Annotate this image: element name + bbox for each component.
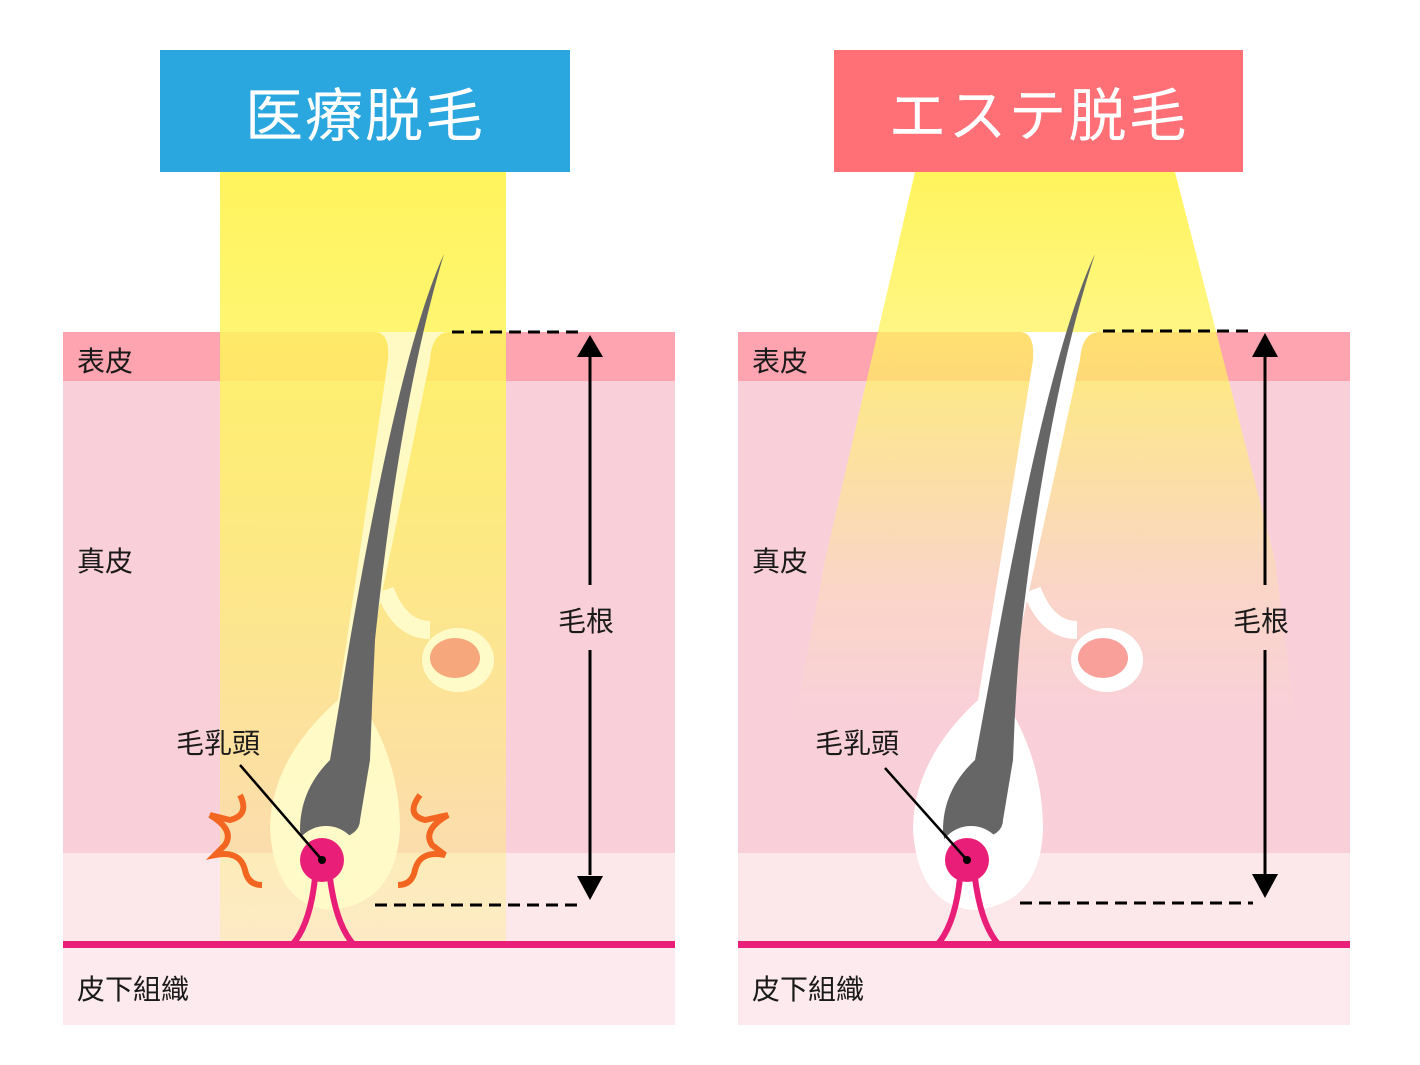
lower-dermis-layer bbox=[738, 853, 1350, 945]
epidermis-label: 表皮 bbox=[752, 345, 809, 378]
esthe-skin-diagram bbox=[738, 172, 1350, 1025]
papilla-label: 毛乳頭 bbox=[815, 727, 900, 760]
subcutaneous-layer bbox=[63, 945, 675, 1025]
subcutaneous-layer bbox=[738, 945, 1350, 1025]
medical-skin-diagram bbox=[63, 172, 675, 1025]
subcutaneous-label: 皮下組織 bbox=[77, 973, 190, 1006]
arrow-up-icon bbox=[577, 335, 603, 357]
dermis-label: 真皮 bbox=[77, 545, 134, 578]
hair-shaft bbox=[943, 254, 1095, 880]
subcutaneous-label: 皮下組織 bbox=[752, 973, 865, 1006]
root-label: 毛根 bbox=[1233, 605, 1290, 638]
dermis-subcutaneous-boundary bbox=[63, 941, 675, 948]
burst-left-icon bbox=[205, 793, 263, 888]
burst-right-icon bbox=[397, 793, 450, 888]
medical-title-text: 医療脱毛 bbox=[244, 82, 485, 150]
epidermis-label: 表皮 bbox=[77, 345, 134, 378]
dermis-subcutaneous-boundary bbox=[738, 941, 1350, 948]
esthe-title-text: エステ脱毛 bbox=[888, 82, 1189, 150]
medical-title: 医療脱毛 bbox=[160, 50, 570, 172]
arrow-down-icon bbox=[1252, 874, 1278, 898]
dermis-label: 真皮 bbox=[752, 545, 809, 578]
esthe-hair-removal-panel: エステ脱毛 表皮 真皮 皮下組織 毛乳頭 毛根 bbox=[675, 0, 1355, 1065]
medical-hair-removal-panel: 医療脱毛 表皮 真皮 皮下組織 毛乳頭 毛根 bbox=[0, 0, 680, 1065]
arrow-up-icon bbox=[1252, 333, 1278, 357]
hair-shaft bbox=[300, 254, 444, 880]
papilla-label: 毛乳頭 bbox=[176, 727, 261, 760]
arrow-down-icon bbox=[577, 876, 603, 900]
esthe-title: エステ脱毛 bbox=[834, 50, 1243, 172]
root-label: 毛根 bbox=[558, 605, 615, 638]
